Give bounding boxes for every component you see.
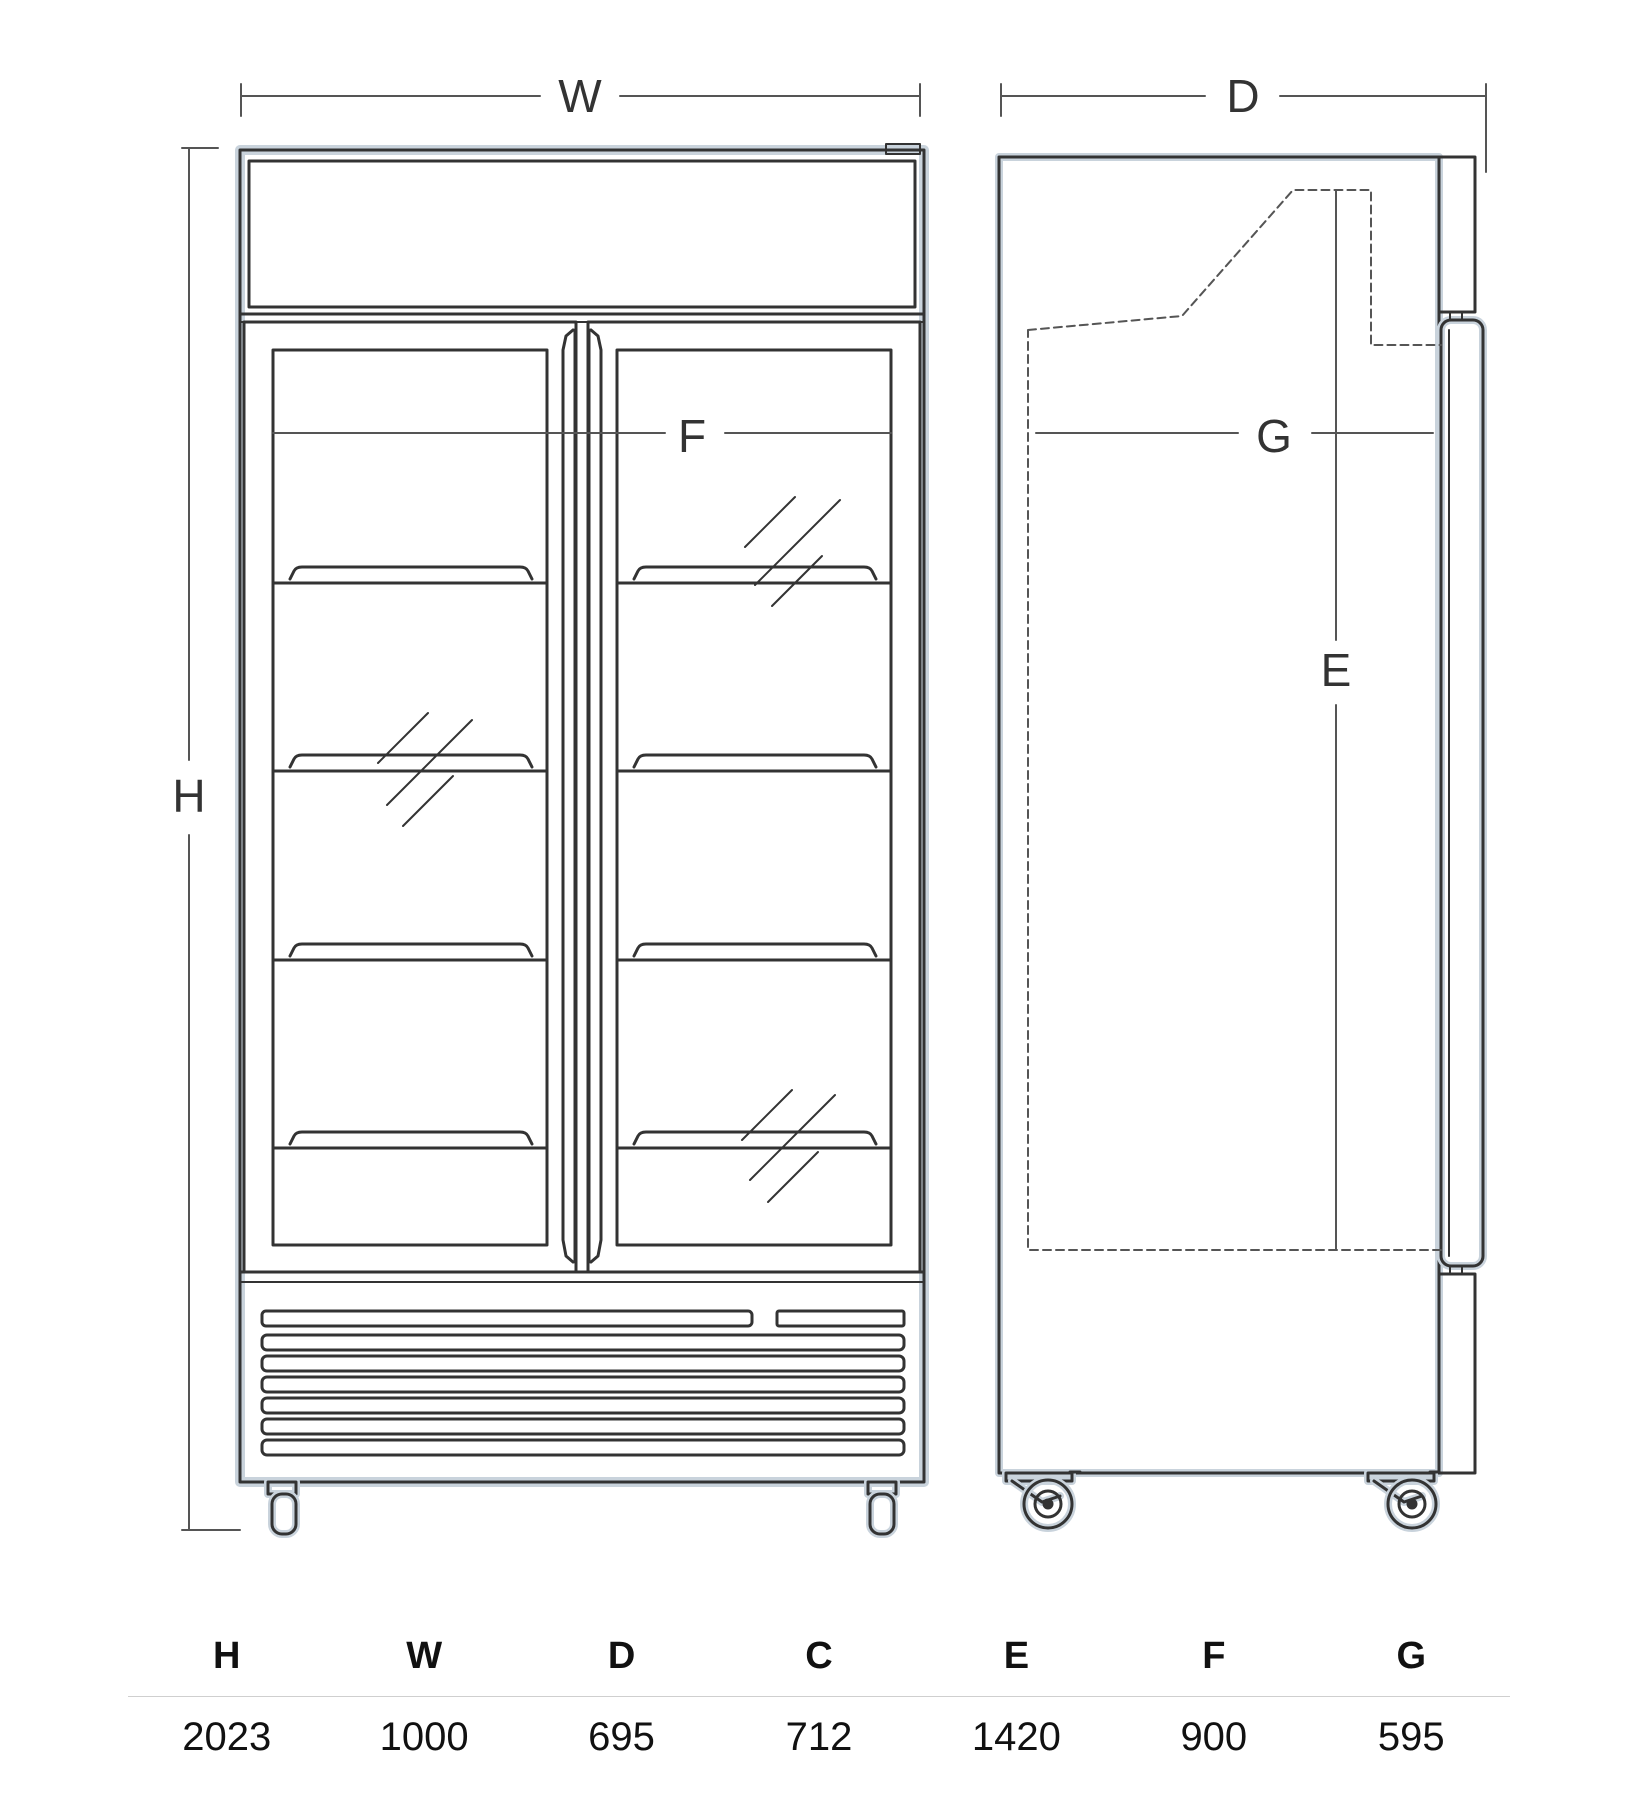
side-view: D E G [995,70,1487,1532]
value-cell-f: 900 [1180,1715,1248,1759]
left-shelves [271,565,549,1150]
dimension-g-label: G [1256,410,1292,462]
side-casters [1002,1469,1440,1532]
table-divider [128,1696,1510,1697]
left-door-frame [242,320,578,1274]
vent-grille [260,1309,906,1457]
front-cabinet [238,148,926,1484]
side-door-halo [1437,316,1487,1270]
dimension-d-label: D [1226,70,1259,122]
right-door-frame [586,320,922,1274]
side-door [1439,318,1485,1268]
right-shelves [615,565,893,1150]
front-view: W H [172,70,929,1538]
value-cell-g: 595 [1377,1715,1445,1759]
header-cell-c: C [805,1635,833,1677]
value-cell-d: 695 [588,1715,655,1759]
value-cell-e: 1420 [971,1715,1061,1759]
header-cell-w: W [406,1635,443,1677]
door-handles [561,328,603,1264]
dimension-h-label: H [172,770,205,822]
header-cell-f: F [1202,1635,1226,1677]
dimensions-table-values: 2023 1000 695 712 1420 900 595 [128,1697,1510,1777]
side-body [997,155,1441,1475]
dimension-h [181,147,241,1531]
dimension-w [240,83,921,117]
value-cell-w: 1000 [379,1715,469,1759]
dimension-w-label: W [558,70,602,122]
dimension-d [1000,83,1487,173]
header-cell-e: E [1003,1635,1030,1677]
side-body-halo [995,153,1443,1477]
left-door-glass [271,348,549,1247]
dimension-e-label: E [1321,644,1352,696]
dimensions-table: H W D C E F G 2023 1000 695 712 1420 900… [128,1626,1510,1777]
dimension-f-label: F [678,410,706,462]
right-door-glass [615,348,893,1247]
top-latch [885,143,921,155]
header-cell-g: G [1396,1635,1427,1677]
header-cell-h: H [212,1635,241,1677]
side-bottom-cap [1437,1272,1477,1475]
side-top-cap [1437,155,1477,314]
inner-compartment-outline [1027,189,1442,1251]
value-cell-c: 712 [785,1715,853,1759]
front-wheels [264,1478,900,1538]
top-canopy-panel [247,159,917,309]
value-cell-h: 2023 [182,1715,272,1759]
glass-glare-marks [377,496,841,1203]
dimensions-table-header: H W D C E F G [128,1626,1510,1686]
header-cell-d: D [607,1635,636,1677]
